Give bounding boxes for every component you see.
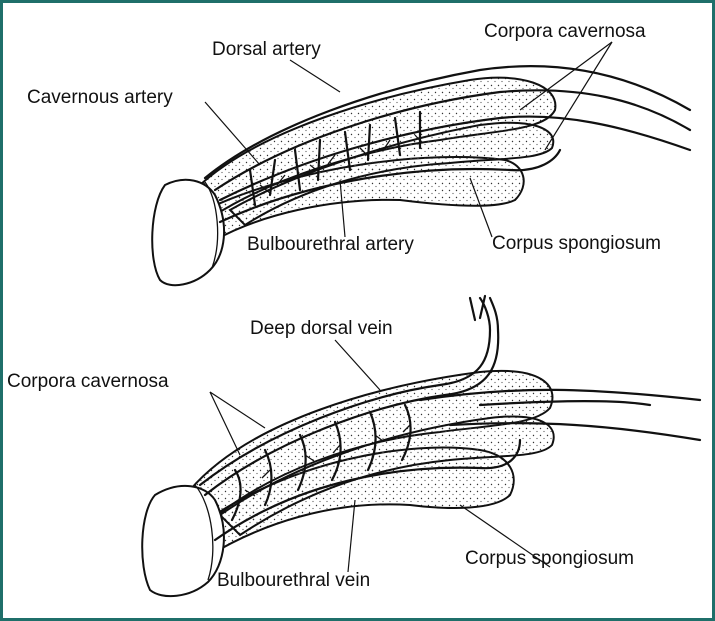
- label-deep-dorsal-vein: Deep dorsal vein: [250, 318, 393, 339]
- label-corpus-spongiosum-bottom: Corpus spongiosum: [465, 548, 634, 569]
- glans-top: [152, 180, 224, 285]
- glans-bottom: [142, 486, 224, 596]
- label-dorsal-artery: Dorsal artery: [212, 39, 321, 60]
- label-bulbourethral-vein: Bulbourethral vein: [217, 570, 370, 591]
- label-corpora-cavernosa-top: Corpora cavernosa: [484, 21, 646, 42]
- label-cavernous-artery: Cavernous artery: [27, 87, 173, 108]
- label-corpus-spongiosum-top: Corpus spongiosum: [492, 233, 661, 254]
- label-bulbourethral-artery: Bulbourethral artery: [247, 234, 414, 255]
- label-corpora-cavernosa-bottom: Corpora cavernosa: [7, 371, 169, 392]
